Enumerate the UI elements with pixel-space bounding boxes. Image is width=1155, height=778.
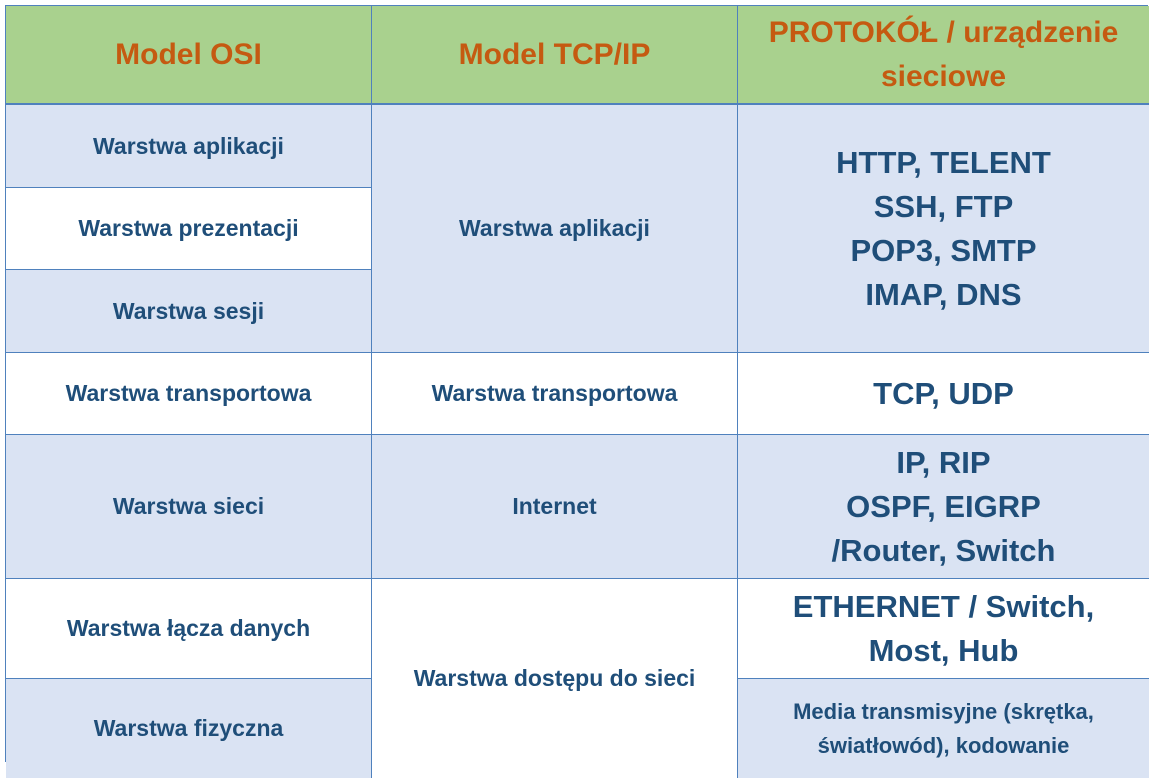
osi-network-text: Warstwa sieci <box>112 493 265 519</box>
tcpip-internet: Internet <box>372 435 738 579</box>
protocol-line: OSPF, EIGRP <box>846 488 1041 524</box>
protocol-line: Media transmisyjne (skrętka, <box>793 698 1094 724</box>
osi-application-text: Warstwa aplikacji <box>93 132 284 159</box>
protocol-line: /Router, Switch <box>831 532 1056 568</box>
protocol-line: IMAP, DNS <box>865 276 1022 312</box>
osi-tcpip-table: Model OSI Model TCP/IP PROTOKÓŁ / urządz… <box>5 5 1149 778</box>
protocol-line: światłowód), kodowanie <box>817 732 1070 758</box>
protocol-line: SSH, FTP <box>873 188 1014 224</box>
osi-physical: Warstwa fizyczna <box>6 679 372 778</box>
osi-transport-text: Warstwa transportowa <box>65 380 312 406</box>
protocol-physical: Media transmisyjne (skrętka, światłowód)… <box>738 679 1149 778</box>
tcpip-internet-text: Internet <box>512 493 597 519</box>
osi-session: Warstwa sesji <box>6 270 372 353</box>
header-osi-text: Model OSI <box>115 37 262 71</box>
tcpip-network-access: Warstwa dostępu do sieci <box>372 579 738 778</box>
protocol-transport: TCP, UDP <box>738 353 1149 435</box>
osi-session-text: Warstwa sesji <box>112 297 265 324</box>
protocol-line: POP3, SMTP <box>850 232 1037 268</box>
protocol-internet: IP, RIP OSPF, EIGRP /Router, Switch <box>738 435 1149 579</box>
tcpip-application: Warstwa aplikacji <box>372 105 738 353</box>
header-tcpip-text: Model TCP/IP <box>458 37 651 71</box>
tcpip-transport: Warstwa transportowa <box>372 353 738 435</box>
protocol-line: HTTP, TELENT <box>836 144 1051 180</box>
tcpip-transport-text: Warstwa transportowa <box>431 380 678 406</box>
protocol-line: ETHERNET / Switch, <box>792 588 1095 624</box>
osi-physical-text: Warstwa fizyczna <box>93 715 284 741</box>
header-osi: Model OSI <box>6 6 372 105</box>
protocol-line: Most, Hub <box>868 632 1019 668</box>
protocol-line: TCP, UDP <box>873 375 1014 411</box>
osi-application: Warstwa aplikacji <box>6 105 372 188</box>
osi-datalink-text: Warstwa łącza danych <box>66 615 311 641</box>
osi-transport: Warstwa transportowa <box>6 353 372 435</box>
header-tcpip: Model TCP/IP <box>372 6 738 105</box>
osi-presentation-text: Warstwa prezentacji <box>78 215 299 241</box>
protocol-datalink: ETHERNET / Switch, Most, Hub <box>738 579 1149 679</box>
tcpip-application-text: Warstwa aplikacji <box>459 215 650 241</box>
header-protocol-text: PROTOKÓŁ / urządzenie sieciowe <box>768 15 1119 93</box>
osi-datalink: Warstwa łącza danych <box>6 579 372 679</box>
osi-presentation: Warstwa prezentacji <box>6 188 372 270</box>
protocol-line: IP, RIP <box>896 444 991 480</box>
protocol-application: HTTP, TELENT SSH, FTP POP3, SMTP IMAP, D… <box>738 105 1149 353</box>
header-protocol: PROTOKÓŁ / urządzenie sieciowe <box>738 6 1149 105</box>
tcpip-network-access-text: Warstwa dostępu do sieci <box>413 665 696 691</box>
osi-network: Warstwa sieci <box>6 435 372 579</box>
